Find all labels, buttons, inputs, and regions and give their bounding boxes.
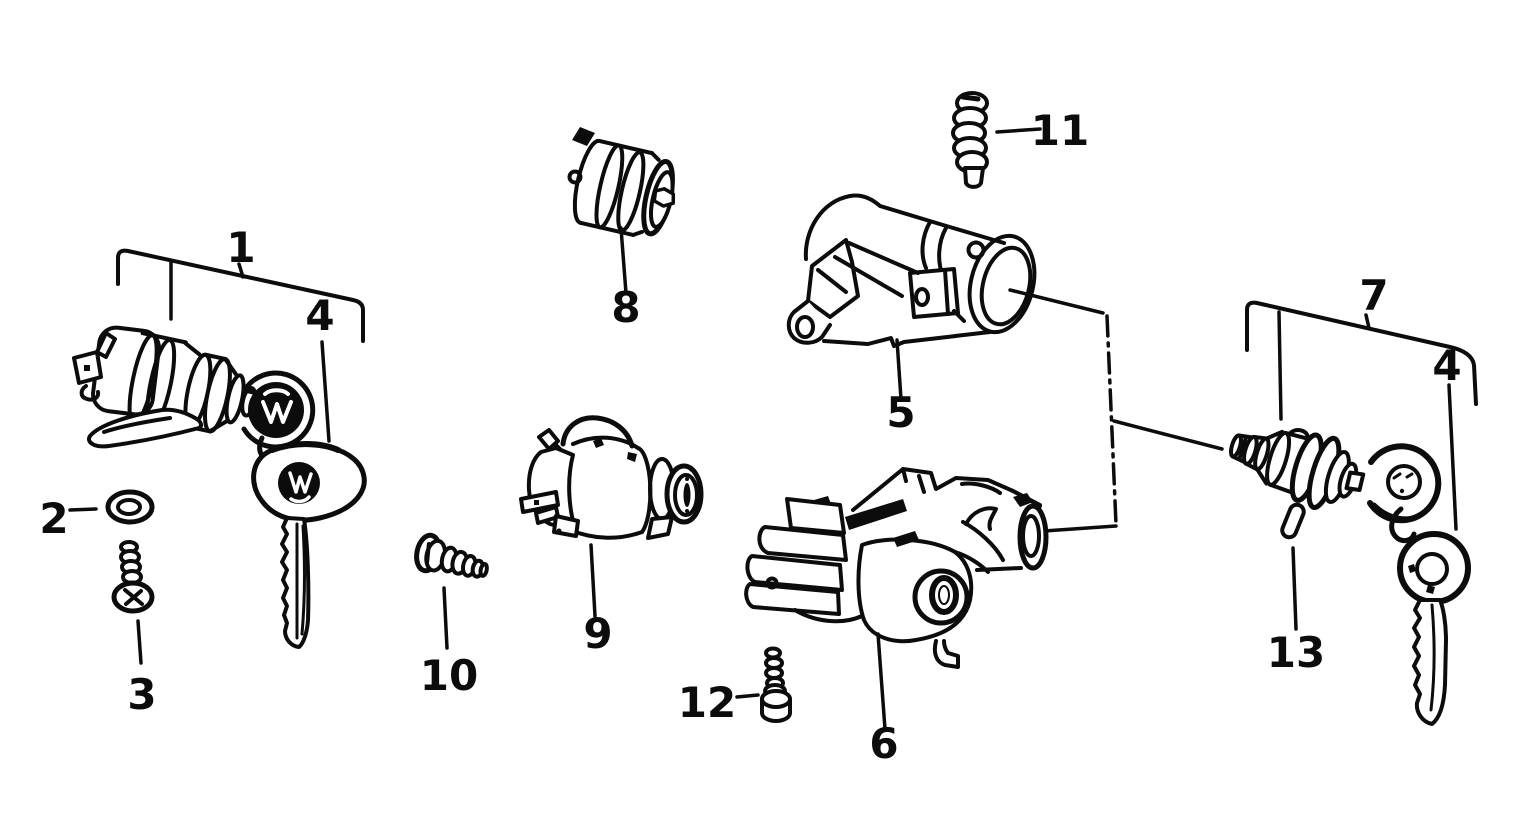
callout-10: 10 (420, 651, 478, 700)
part-ignition-switch (519, 415, 704, 618)
mounting-flange (87, 407, 204, 449)
leader-4-right (1447, 383, 1458, 531)
part-screw-left (111, 540, 155, 665)
part-steering-lock-housing (786, 193, 1037, 401)
part-ignition-lock-housing (744, 467, 1049, 731)
bracket-7 (1245, 300, 1478, 406)
housing-top-plate (851, 467, 1042, 512)
leader-5 (895, 338, 903, 401)
switch-spade (519, 490, 560, 514)
leader-12 (735, 693, 760, 699)
leader-4-left (320, 340, 331, 443)
part-lock-cylinder-8 (567, 127, 676, 295)
pin (1280, 502, 1306, 540)
callout-9: 9 (583, 609, 612, 658)
spare-key-right-shaft (1412, 598, 1448, 726)
callout-5: 5 (886, 388, 915, 437)
housing-boss (806, 238, 860, 319)
callout-13: 13 (1267, 628, 1325, 677)
callout-6: 6 (869, 719, 898, 768)
assembly-axis-line (1008, 288, 1224, 533)
callout-4-right: 4 (1432, 341, 1461, 390)
housing-hook (932, 639, 960, 669)
leader-13 (1291, 546, 1298, 631)
part-lock-cylinder-right (1229, 300, 1478, 726)
leader-10 (442, 586, 449, 650)
leader-8 (619, 226, 628, 295)
callout-8: 8 (611, 283, 640, 332)
cylinder-nub (572, 127, 595, 146)
bracket-7-tick (1364, 313, 1371, 330)
callout-11: 11 (1031, 106, 1089, 155)
leader-7 (1277, 310, 1283, 421)
part-screw-housing (735, 646, 792, 723)
leader-3 (136, 619, 143, 665)
part-spring (951, 91, 1042, 189)
key-head-ring-left (241, 370, 316, 450)
callout-1: 1 (226, 223, 255, 272)
part-screw-switch (414, 532, 489, 650)
keyring-hook-right (1389, 506, 1417, 544)
leader-2 (68, 507, 98, 512)
leader-11 (995, 127, 1042, 134)
callout-4-left: 4 (305, 291, 334, 340)
top-tab (95, 331, 117, 359)
callout-12: 12 (678, 678, 736, 727)
spade-connector-2 (79, 384, 101, 402)
bracket-1-tick (237, 262, 245, 279)
callout-7: 7 (1359, 271, 1388, 320)
spare-key-left-shaft (280, 516, 311, 649)
part-washer (68, 489, 155, 525)
mounting-bail (560, 415, 635, 449)
key-head-right (1386, 464, 1422, 500)
callout-2: 2 (39, 494, 68, 543)
part-lock-cylinder-left (72, 248, 367, 649)
leader-9 (589, 543, 597, 618)
callout-3: 3 (127, 670, 156, 719)
bracket-1 (116, 248, 365, 343)
leader-6 (876, 632, 887, 731)
